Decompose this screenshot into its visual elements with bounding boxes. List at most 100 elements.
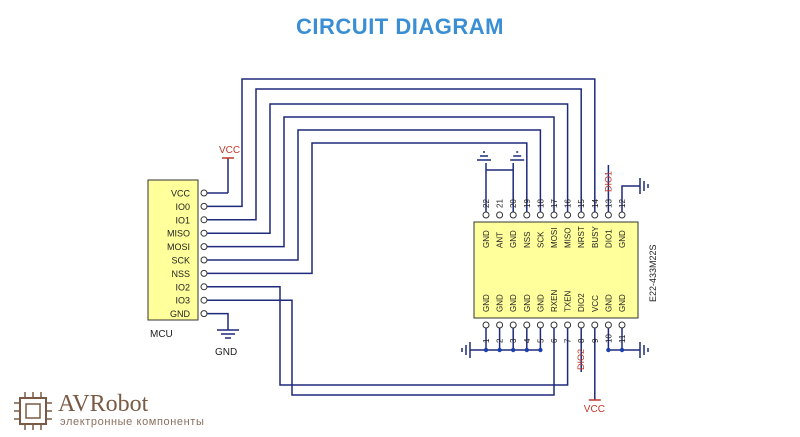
mcu-pin-label: NSS	[171, 269, 190, 279]
module-top-pin-terminal	[509, 211, 517, 219]
mcu-pin-terminal	[200, 243, 208, 251]
mcu-pin-label: IO0	[175, 202, 190, 212]
module-top-pin-number: 15	[577, 199, 586, 208]
mcu-label: MCU	[150, 329, 173, 340]
module-bottom-pin-number: 5	[536, 338, 545, 343]
junction-dot	[497, 347, 502, 353]
module-top-pin-number: 12	[618, 199, 627, 208]
module-top-pin-terminal	[591, 211, 599, 219]
gnd-mcu-label: GND	[215, 347, 237, 358]
junction-dot	[606, 347, 611, 353]
module-bottom-pin-terminal	[482, 321, 490, 329]
module-bottom-pin-name: VCC	[591, 295, 600, 312]
mcu-pin-terminal	[200, 202, 208, 210]
dio2-label: DIO2	[576, 349, 586, 370]
module-top-pin-name: NSS	[523, 232, 532, 248]
junction-dot	[483, 347, 489, 353]
module-bottom-pin-name: GND	[604, 294, 613, 312]
vcc-module-label: VCC	[584, 404, 605, 415]
module-top-pin-name: BUSY	[591, 226, 600, 248]
module-top-pin-terminal	[482, 211, 490, 219]
module-top-pin-terminal	[577, 211, 585, 219]
module-top-pin-name: GND	[509, 230, 518, 248]
module-bottom-pin-terminal	[604, 321, 612, 329]
module-bottom-pin-terminal	[496, 321, 504, 329]
module-bottom-pin-number: 1	[482, 338, 491, 343]
module-top-pin-number: 20	[509, 199, 518, 208]
signal-wire	[207, 129, 542, 261]
module-top-pin-number: 22	[482, 199, 491, 208]
module-top-pin-name: NRST	[577, 226, 586, 248]
mcu-pin-label: GND	[170, 309, 191, 319]
module-top-pin-terminal	[523, 211, 531, 219]
module-top-pin-name: SCK	[536, 231, 545, 248]
e22-module: 22GND21ANT20GND19NSS18SCK17MOSI16MISO15N…	[473, 199, 658, 343]
module-top-pin-number: 14	[591, 199, 600, 208]
module-top-pin-number: 18	[536, 199, 545, 208]
module-part-number: E22-433M22S	[648, 244, 658, 302]
wire-layer	[207, 78, 640, 400]
module-bottom-pin-number: 10	[604, 334, 613, 343]
module-top-pin-number: 19	[523, 199, 532, 208]
page-title: CIRCUIT DIAGRAM	[296, 14, 504, 39]
module-top-pin-name: MISO	[564, 228, 573, 248]
junction-dot	[511, 347, 516, 353]
module-bottom-pin-number: 6	[550, 338, 559, 343]
mcu-pin-label: IO3	[175, 296, 190, 306]
module-top-pin-terminal	[618, 211, 626, 219]
module-bottom-pin-terminal	[564, 321, 572, 329]
ground-symbols	[217, 151, 649, 358]
module-bottom-pin-number: 4	[523, 338, 532, 343]
mcu-body	[147, 179, 199, 321]
mcu-pin-label: IO2	[175, 282, 190, 292]
module-bottom-pin-terminal	[577, 321, 585, 329]
module-top-pin-name: MOSI	[550, 228, 559, 248]
module-bottom-pin-name: GND	[536, 294, 545, 312]
mcu-pin-terminal	[200, 283, 208, 291]
module-bottom-pin-name: GND	[618, 294, 627, 312]
mcu-pin-terminal	[200, 296, 208, 304]
logo-name: AVRobot	[58, 391, 149, 417]
logo-tagline: электронные компоненты	[60, 416, 205, 428]
module-bottom-pin-terminal	[618, 321, 626, 329]
module-bottom-pin-name: GND	[482, 294, 491, 312]
module-top-pin-number: 13	[604, 199, 613, 208]
signal-wire	[207, 142, 528, 275]
dio1-label: DIO1	[603, 171, 613, 192]
mcu-pin-label: IO1	[175, 215, 190, 225]
module-bottom-pin-name: GND	[509, 294, 518, 312]
mcu-pin-terminal	[200, 216, 208, 224]
junction-dot	[619, 347, 625, 353]
module-top-pin-terminal	[536, 211, 544, 219]
module-bottom-pin-number: 9	[591, 338, 600, 343]
module-bottom-pin-terminal	[509, 321, 517, 329]
module-bottom-pin-terminal	[591, 321, 599, 329]
io3-wire	[207, 299, 555, 396]
module-bottom-pin-name: DIO2	[577, 293, 586, 312]
module-top-pin-name: GND	[482, 230, 491, 248]
mcu-pin-terminal	[200, 256, 208, 264]
signal-wire	[207, 88, 582, 221]
module-bottom-pin-number: 8	[577, 338, 586, 343]
module-top-pin-name: ANT	[496, 232, 505, 248]
mcu-pin-terminal	[200, 269, 208, 277]
signal-wire	[207, 116, 555, 248]
mcu-pin-terminal	[200, 310, 208, 318]
gnd-wire	[621, 185, 640, 212]
module-top-pin-number: 17	[550, 199, 559, 208]
mcu-pin-label: VCC	[171, 189, 191, 199]
junction-dot	[538, 347, 543, 353]
module-bottom-pin-name: GND	[496, 294, 505, 312]
module-bottom-pin-number: 3	[509, 338, 518, 343]
mcu-pin-terminal	[200, 229, 208, 237]
mcu-pin-label: MISO	[167, 229, 190, 239]
module-body	[473, 221, 639, 319]
module-top-pin-number: 21	[496, 199, 505, 208]
module-top-pin-name: GND	[618, 230, 627, 248]
module-top-pin-number: 16	[564, 199, 573, 208]
module-top-pin-name: DIO1	[604, 229, 613, 248]
mcu-pin-label: MOSI	[167, 242, 190, 252]
